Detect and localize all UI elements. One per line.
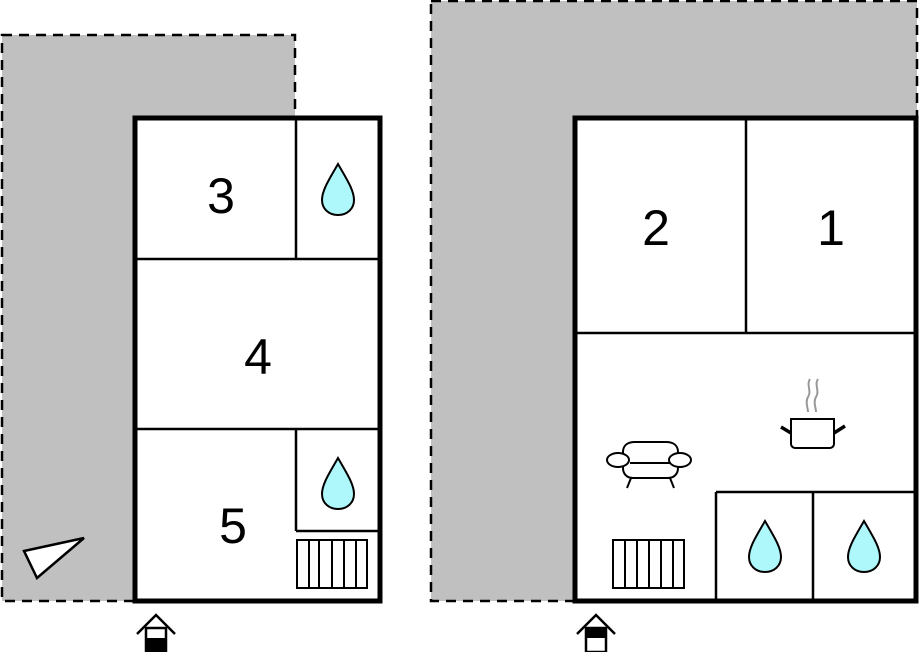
entrance-icon bbox=[576, 613, 616, 652]
water-drop-icon bbox=[320, 161, 356, 217]
radiator-icon bbox=[296, 539, 368, 589]
entrance-icon bbox=[136, 613, 176, 652]
room-4-label: 4 bbox=[244, 329, 272, 385]
water-drop-icon bbox=[320, 455, 356, 511]
right-floor: 2 1 bbox=[429, 0, 919, 652]
water-drop-icon bbox=[846, 518, 882, 574]
radiator-icon bbox=[612, 539, 685, 589]
cooking-pot-icon bbox=[780, 378, 846, 449]
water-drop-icon bbox=[747, 518, 783, 574]
left-floor: 3 4 5 bbox=[0, 33, 383, 652]
room-5-label: 5 bbox=[219, 498, 247, 554]
sofa-icon bbox=[606, 441, 692, 489]
compass-arrow-icon bbox=[22, 536, 85, 581]
room-2-label: 2 bbox=[642, 200, 670, 256]
room-3-label: 3 bbox=[207, 168, 235, 224]
room-1-label: 1 bbox=[817, 200, 845, 256]
